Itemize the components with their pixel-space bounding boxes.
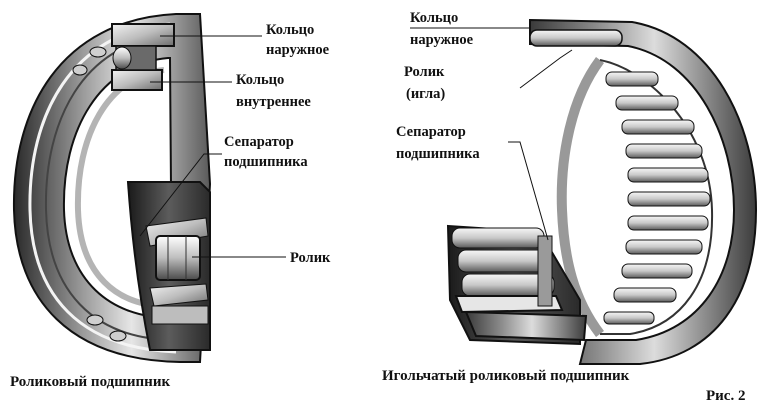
caption-roller-bearing: Роликовый подшипник bbox=[10, 374, 170, 390]
label-separator-right-line2: подшипника bbox=[396, 146, 480, 162]
needle-bearing-illustration bbox=[446, 18, 758, 365]
leader-separator-left bbox=[139, 153, 222, 237]
label-outer-ring-right-line1: Кольцо bbox=[410, 10, 458, 26]
label-roller-left: Ролик bbox=[290, 250, 331, 266]
label-inner-ring-line1: Кольцо bbox=[236, 72, 284, 88]
label-separator-left-line2: подшипника bbox=[224, 154, 308, 170]
leader-separator-right bbox=[508, 141, 549, 241]
label-separator-left-line1: Сепаратор bbox=[224, 134, 294, 150]
roller-bearing-illustration bbox=[12, 13, 212, 363]
leader-needle-right bbox=[519, 49, 573, 89]
label-inner-ring-line2: внутреннее bbox=[236, 94, 311, 110]
label-needle-line2: (игла) bbox=[406, 86, 445, 102]
figure-number: Рис. 2 bbox=[706, 388, 745, 404]
label-separator-right-line1: Сепаратор bbox=[396, 124, 466, 140]
label-outer-ring-line2: наружное bbox=[266, 42, 330, 58]
caption-needle-bearing: Игольчатый роликовый подшипник bbox=[382, 368, 630, 384]
label-outer-ring-line1: Кольцо bbox=[266, 22, 314, 38]
needle-rollers bbox=[603, 71, 711, 325]
label-outer-ring-right-line2: наружное bbox=[410, 32, 474, 48]
label-needle-line1: Ролик bbox=[404, 64, 445, 80]
